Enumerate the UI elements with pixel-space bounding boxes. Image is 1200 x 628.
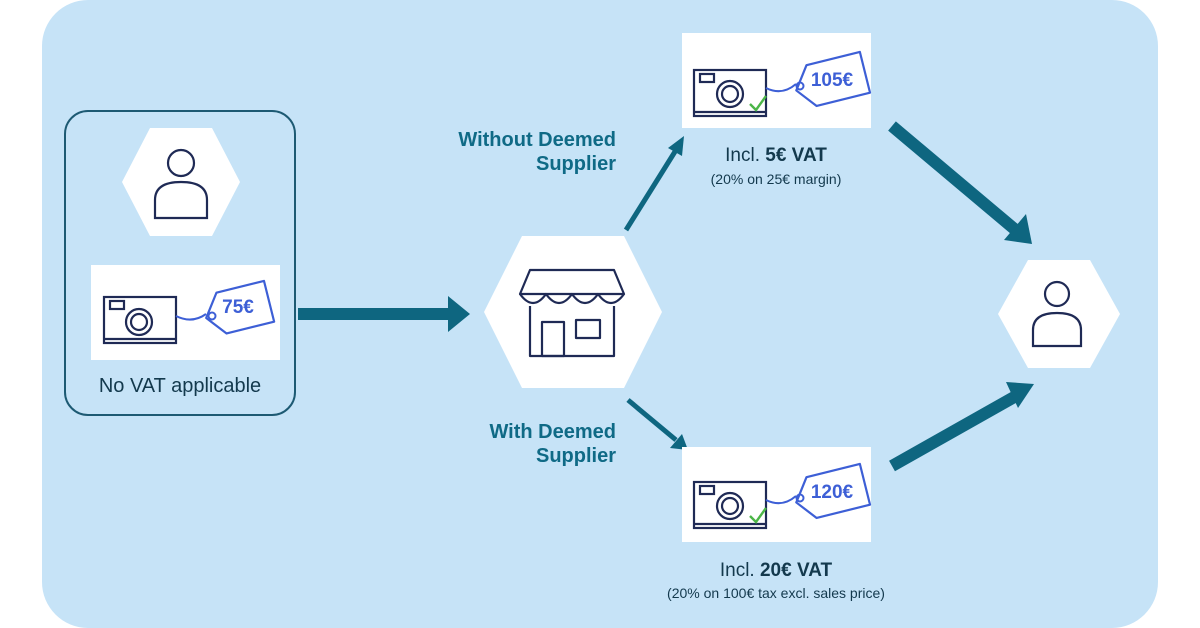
camera-icon bbox=[692, 480, 768, 530]
without-price: 105€ bbox=[811, 70, 854, 91]
price-tag-icon bbox=[205, 279, 276, 335]
seller-product-card bbox=[91, 265, 280, 360]
arrow-shop-to-without-head bbox=[668, 136, 684, 156]
without-deemed-label: Without Deemed Supplier bbox=[396, 128, 616, 176]
without-deemed-label-line2: Supplier bbox=[535, 153, 616, 175]
without-vat-amount: 5€ VAT bbox=[765, 145, 827, 166]
camera-icon bbox=[102, 295, 178, 345]
seller-node bbox=[122, 128, 240, 236]
arrow-shop-to-without bbox=[623, 148, 679, 232]
seller-caption: No VAT applicable bbox=[98, 375, 262, 397]
tag-string bbox=[765, 83, 797, 93]
price-tag-icon bbox=[795, 50, 872, 108]
without-vat-note: (20% on 25€ margin) bbox=[710, 171, 842, 187]
price-tag-icon bbox=[795, 462, 872, 520]
without-vat-prefix: Incl. bbox=[725, 145, 766, 166]
with-product-card bbox=[682, 447, 872, 542]
shop-node bbox=[484, 236, 662, 388]
with-deemed-label-line1: With Deemed bbox=[489, 421, 616, 443]
storefront-icon bbox=[518, 268, 626, 358]
arrow-shop-to-with bbox=[626, 398, 678, 442]
person-icon bbox=[1031, 280, 1083, 348]
with-price: 120€ bbox=[811, 482, 854, 503]
without-vat-summary: Incl. 5€ VAT bbox=[676, 145, 876, 167]
buyer-node bbox=[998, 260, 1120, 368]
person-icon bbox=[153, 148, 209, 220]
with-deemed-label: With Deemed Supplier bbox=[396, 420, 616, 468]
arrow-with-to-buyer bbox=[889, 390, 1019, 472]
private-seller-group bbox=[64, 110, 296, 416]
with-deemed-label-line2: Supplier bbox=[535, 445, 616, 467]
arrow-without-to-buyer bbox=[888, 121, 1022, 237]
without-product-card bbox=[682, 33, 872, 128]
with-vat-amount: 20€ VAT bbox=[759, 560, 833, 581]
checkmark-icon bbox=[749, 507, 767, 524]
without-deemed-label-line1: Without Deemed bbox=[458, 129, 616, 151]
arrow-with-to-buyer-head bbox=[1006, 382, 1034, 408]
checkmark-icon bbox=[749, 95, 767, 112]
tag-string bbox=[175, 313, 207, 321]
tag-string bbox=[765, 495, 797, 505]
with-vat-summary: Incl. 20€ VAT bbox=[676, 560, 876, 582]
arrow-without-to-buyer-head bbox=[1004, 214, 1032, 244]
camera-icon bbox=[692, 68, 768, 118]
arrow-seller-to-shop-head bbox=[448, 296, 470, 332]
seller-price: 75€ bbox=[222, 297, 254, 318]
with-vat-prefix: Incl. bbox=[719, 560, 760, 581]
with-vat-note: (20% on 100€ tax excl. sales price) bbox=[667, 585, 885, 601]
arrow-shop-to-with-head bbox=[670, 434, 688, 450]
